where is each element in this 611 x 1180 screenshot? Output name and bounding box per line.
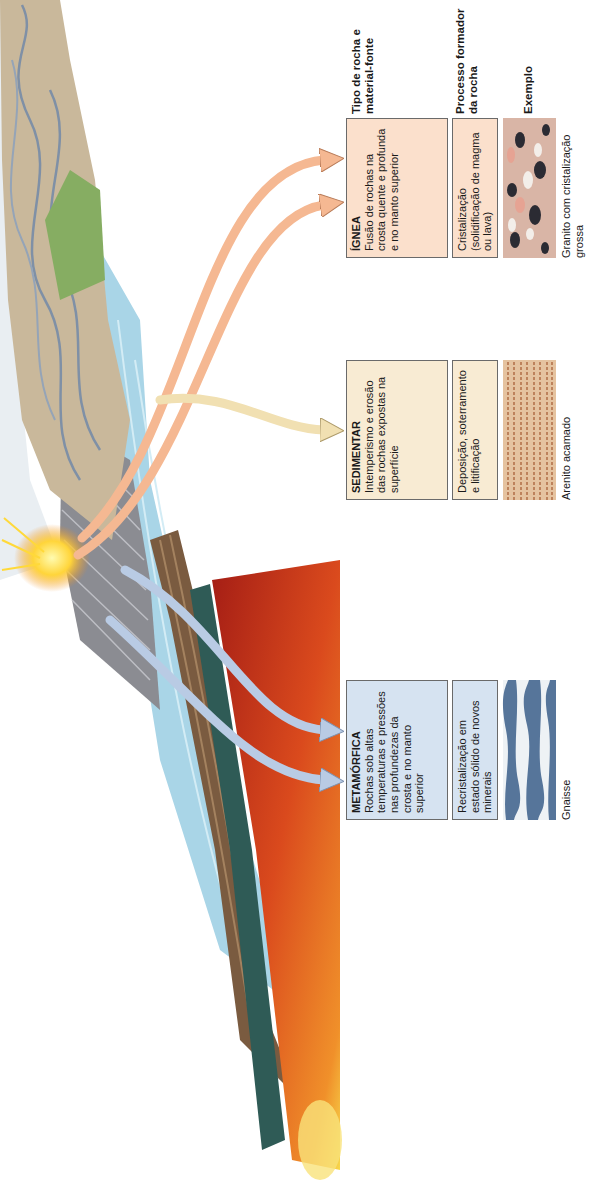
rock-type-box: SEDIMENTARIntemperismo e erosão das roch… bbox=[346, 360, 448, 500]
photo-caption: Arenito acamado bbox=[560, 360, 573, 500]
sedimentary-arrow bbox=[160, 398, 324, 430]
gneiss-photo bbox=[503, 680, 556, 820]
box-text: Intemperismo e erosão das rochas exposta… bbox=[363, 367, 401, 493]
box-text: Recristalização em estado sólido de novo… bbox=[456, 687, 494, 813]
process-box: Deposição, soterramento e litificação bbox=[452, 360, 498, 500]
box-text: Fusão de rochas na crosta quente e profu… bbox=[363, 125, 401, 251]
rock-type-heading: ÍGNEA bbox=[350, 125, 363, 251]
source-arrows bbox=[78, 160, 324, 780]
rock-type-heading: SEDIMENTAR bbox=[350, 367, 363, 493]
photo-caption: Gnaisse bbox=[560, 680, 573, 820]
rock-type-heading: METAMÓRFICA bbox=[350, 687, 363, 813]
column-header: Exemplo bbox=[522, 4, 535, 114]
sandstone-photo bbox=[503, 360, 556, 500]
metamorphic-arrow bbox=[110, 620, 324, 780]
box-text: Rochas sob altas temperaturas e pressões… bbox=[363, 687, 426, 813]
box-text: Cristalização (solidificação de magma ou… bbox=[456, 125, 494, 251]
metamorphic-arrow bbox=[125, 570, 324, 730]
process-box: Cristalização (solidificação de magma ou… bbox=[452, 118, 498, 258]
column-header: Processo formador da rocha bbox=[454, 4, 480, 114]
box-text: Deposição, soterramento e litificação bbox=[456, 367, 481, 493]
process-box: Recristalização em estado sólido de novo… bbox=[452, 680, 498, 820]
cross-section bbox=[0, 0, 342, 1180]
rock-type-box: ÍGNEAFusão de rochas na crosta quente e … bbox=[346, 118, 448, 258]
column-header: Tipo de rocha e material-fonte bbox=[350, 4, 376, 114]
rock-type-box: METAMÓRFICARochas sob altas temperaturas… bbox=[346, 680, 448, 820]
igneous-arrow bbox=[82, 160, 324, 538]
photo-caption: Granito com cristalização grossa bbox=[560, 118, 585, 258]
granite-photo bbox=[503, 118, 556, 258]
